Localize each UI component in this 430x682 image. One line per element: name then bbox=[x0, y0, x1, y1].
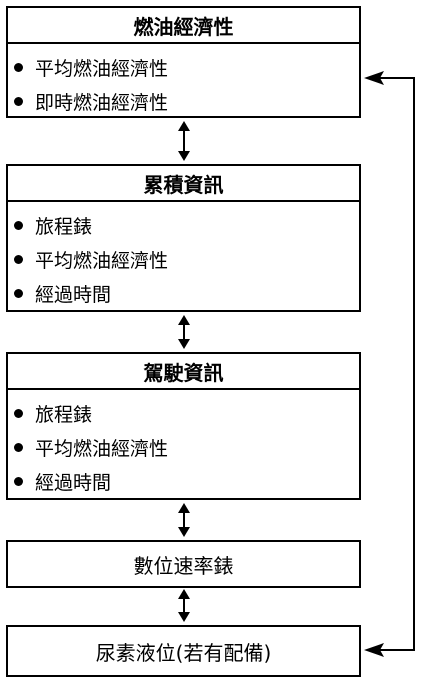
item-label: 平均燃油經濟性 bbox=[35, 57, 169, 80]
bullet-icon bbox=[14, 476, 23, 486]
bullet-icon bbox=[14, 254, 23, 264]
fuel-economy-box: 燃油經濟性 平均燃油經濟性 即時燃油經濟性 bbox=[6, 6, 361, 118]
item-label: 即時燃油經濟性 bbox=[35, 91, 169, 114]
list-item: 即時燃油經濟性 bbox=[14, 84, 359, 118]
digital-speedometer-box: 數位速率錶 bbox=[6, 540, 361, 588]
item-label: 平均燃油經濟性 bbox=[35, 249, 169, 272]
drive-info-title: 駕駛資訊 bbox=[8, 354, 359, 390]
list-item: 平均燃油經濟性 bbox=[14, 50, 359, 84]
bullet-icon bbox=[14, 442, 23, 452]
cumulative-info-title: 累積資訊 bbox=[8, 166, 359, 202]
double-arrow-icon bbox=[178, 589, 190, 622]
item-label: 經過時間 bbox=[35, 471, 112, 494]
cumulative-info-items: 旅程錶 平均燃油經濟性 經過時間 bbox=[8, 202, 359, 310]
drive-info-items: 旅程錶 平均燃油經濟性 經過時間 bbox=[8, 390, 359, 498]
item-label: 平均燃油經濟性 bbox=[35, 437, 169, 460]
urea-level-box: 尿素液位(若有配備) bbox=[6, 625, 361, 677]
double-arrow-icon bbox=[178, 315, 190, 349]
list-item: 旅程錶 bbox=[14, 208, 359, 242]
double-arrow-icon bbox=[178, 503, 190, 537]
fuel-economy-title: 燃油經濟性 bbox=[8, 8, 359, 44]
list-item: 平均燃油經濟性 bbox=[14, 242, 359, 276]
urea-level-label: 尿素液位(若有配備) bbox=[95, 640, 272, 665]
list-item: 經過時間 bbox=[14, 276, 359, 310]
drive-info-box: 駕駛資訊 旅程錶 平均燃油經濟性 經過時間 bbox=[6, 352, 361, 500]
return-loop-arrow bbox=[372, 77, 415, 651]
arrow-left-icon bbox=[364, 643, 384, 657]
list-item: 經過時間 bbox=[14, 464, 359, 498]
item-label: 旅程錶 bbox=[35, 215, 93, 238]
fuel-economy-items: 平均燃油經濟性 即時燃油經濟性 bbox=[8, 44, 359, 118]
bullet-icon bbox=[14, 408, 23, 418]
item-label: 旅程錶 bbox=[35, 403, 93, 426]
arrow-left-icon bbox=[364, 71, 384, 85]
bullet-icon bbox=[14, 62, 23, 72]
list-item: 旅程錶 bbox=[14, 396, 359, 430]
double-arrow-icon bbox=[178, 121, 190, 161]
bullet-icon bbox=[14, 220, 23, 230]
cumulative-info-box: 累積資訊 旅程錶 平均燃油經濟性 經過時間 bbox=[6, 164, 361, 312]
list-item: 平均燃油經濟性 bbox=[14, 430, 359, 464]
item-label: 經過時間 bbox=[35, 283, 112, 306]
digital-speedometer-label: 數位速率錶 bbox=[133, 553, 234, 578]
bullet-icon bbox=[14, 96, 23, 106]
bullet-icon bbox=[14, 288, 23, 298]
